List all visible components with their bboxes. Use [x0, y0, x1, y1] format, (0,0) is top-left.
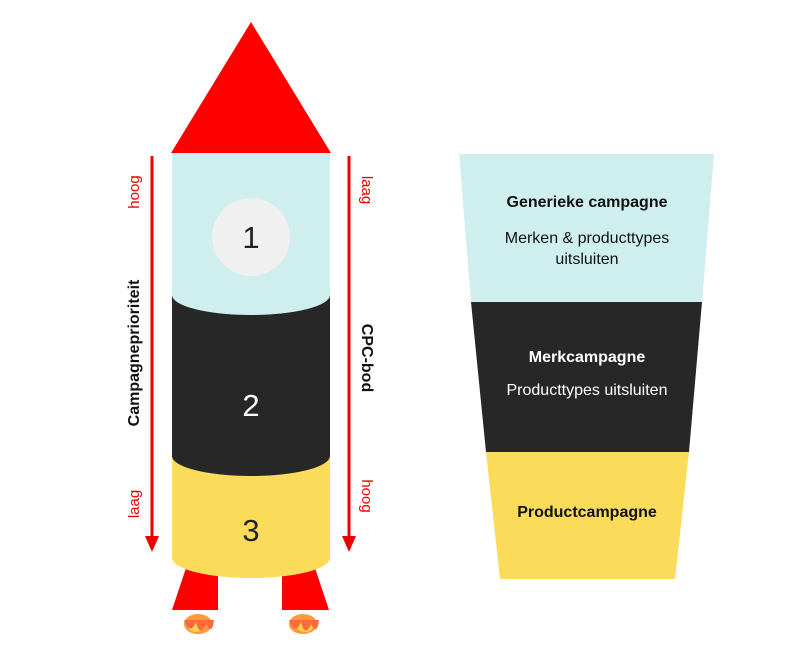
rocket-flames	[184, 614, 319, 634]
right-flame	[289, 614, 319, 634]
left-axis-top-label: hoog	[126, 175, 143, 208]
funnel-level-1-subtitle-line-2: uitsluiten	[555, 251, 618, 268]
left-axis-title: Campagneprioriteit	[126, 279, 143, 426]
left-fin	[172, 568, 218, 610]
funnel-level-2	[471, 302, 702, 452]
left-axis-bottom-label: laag	[126, 490, 143, 518]
right-fin	[282, 568, 329, 610]
right-axis-arrowhead	[342, 536, 356, 552]
right-axis-bottom-label: hoog	[358, 479, 375, 512]
stage-1-number-badge	[212, 198, 290, 276]
left-axis-arrowhead	[145, 536, 159, 552]
left-flame	[184, 614, 214, 634]
rocket-body: 1 2 3	[172, 153, 330, 578]
funnel-level-1-subtitle-line-1: Merken & producttypes	[505, 230, 670, 247]
funnel-level-1-title: Generieke campagne	[507, 194, 668, 211]
funnel-level-3	[486, 452, 689, 579]
stage-3	[172, 456, 330, 578]
rocket-fins	[172, 568, 329, 610]
rocket-nose-cone	[171, 22, 331, 153]
stage-3-number: 3	[242, 513, 259, 548]
cpc-bid-axis: laag hoog CPC-bod	[342, 156, 375, 552]
right-axis-title: CPC-bod	[358, 324, 375, 392]
funnel-level-1	[459, 154, 714, 302]
stage-2	[172, 292, 330, 476]
funnel-level-2-subtitle: Producttypes uitsluiten	[507, 382, 668, 399]
stage-1-number: 1	[242, 220, 259, 255]
campaign-priority-axis: hoog laag Campagneprioriteit	[126, 156, 159, 552]
stage-2-number: 2	[242, 388, 259, 423]
funnel-level-3-title: Productcampagne	[517, 504, 657, 521]
right-axis-top-label: laag	[358, 176, 375, 204]
campaign-funnel: Generieke campagne Merken & producttypes…	[459, 154, 714, 579]
funnel-level-2-title: Merkcampagne	[529, 349, 646, 366]
